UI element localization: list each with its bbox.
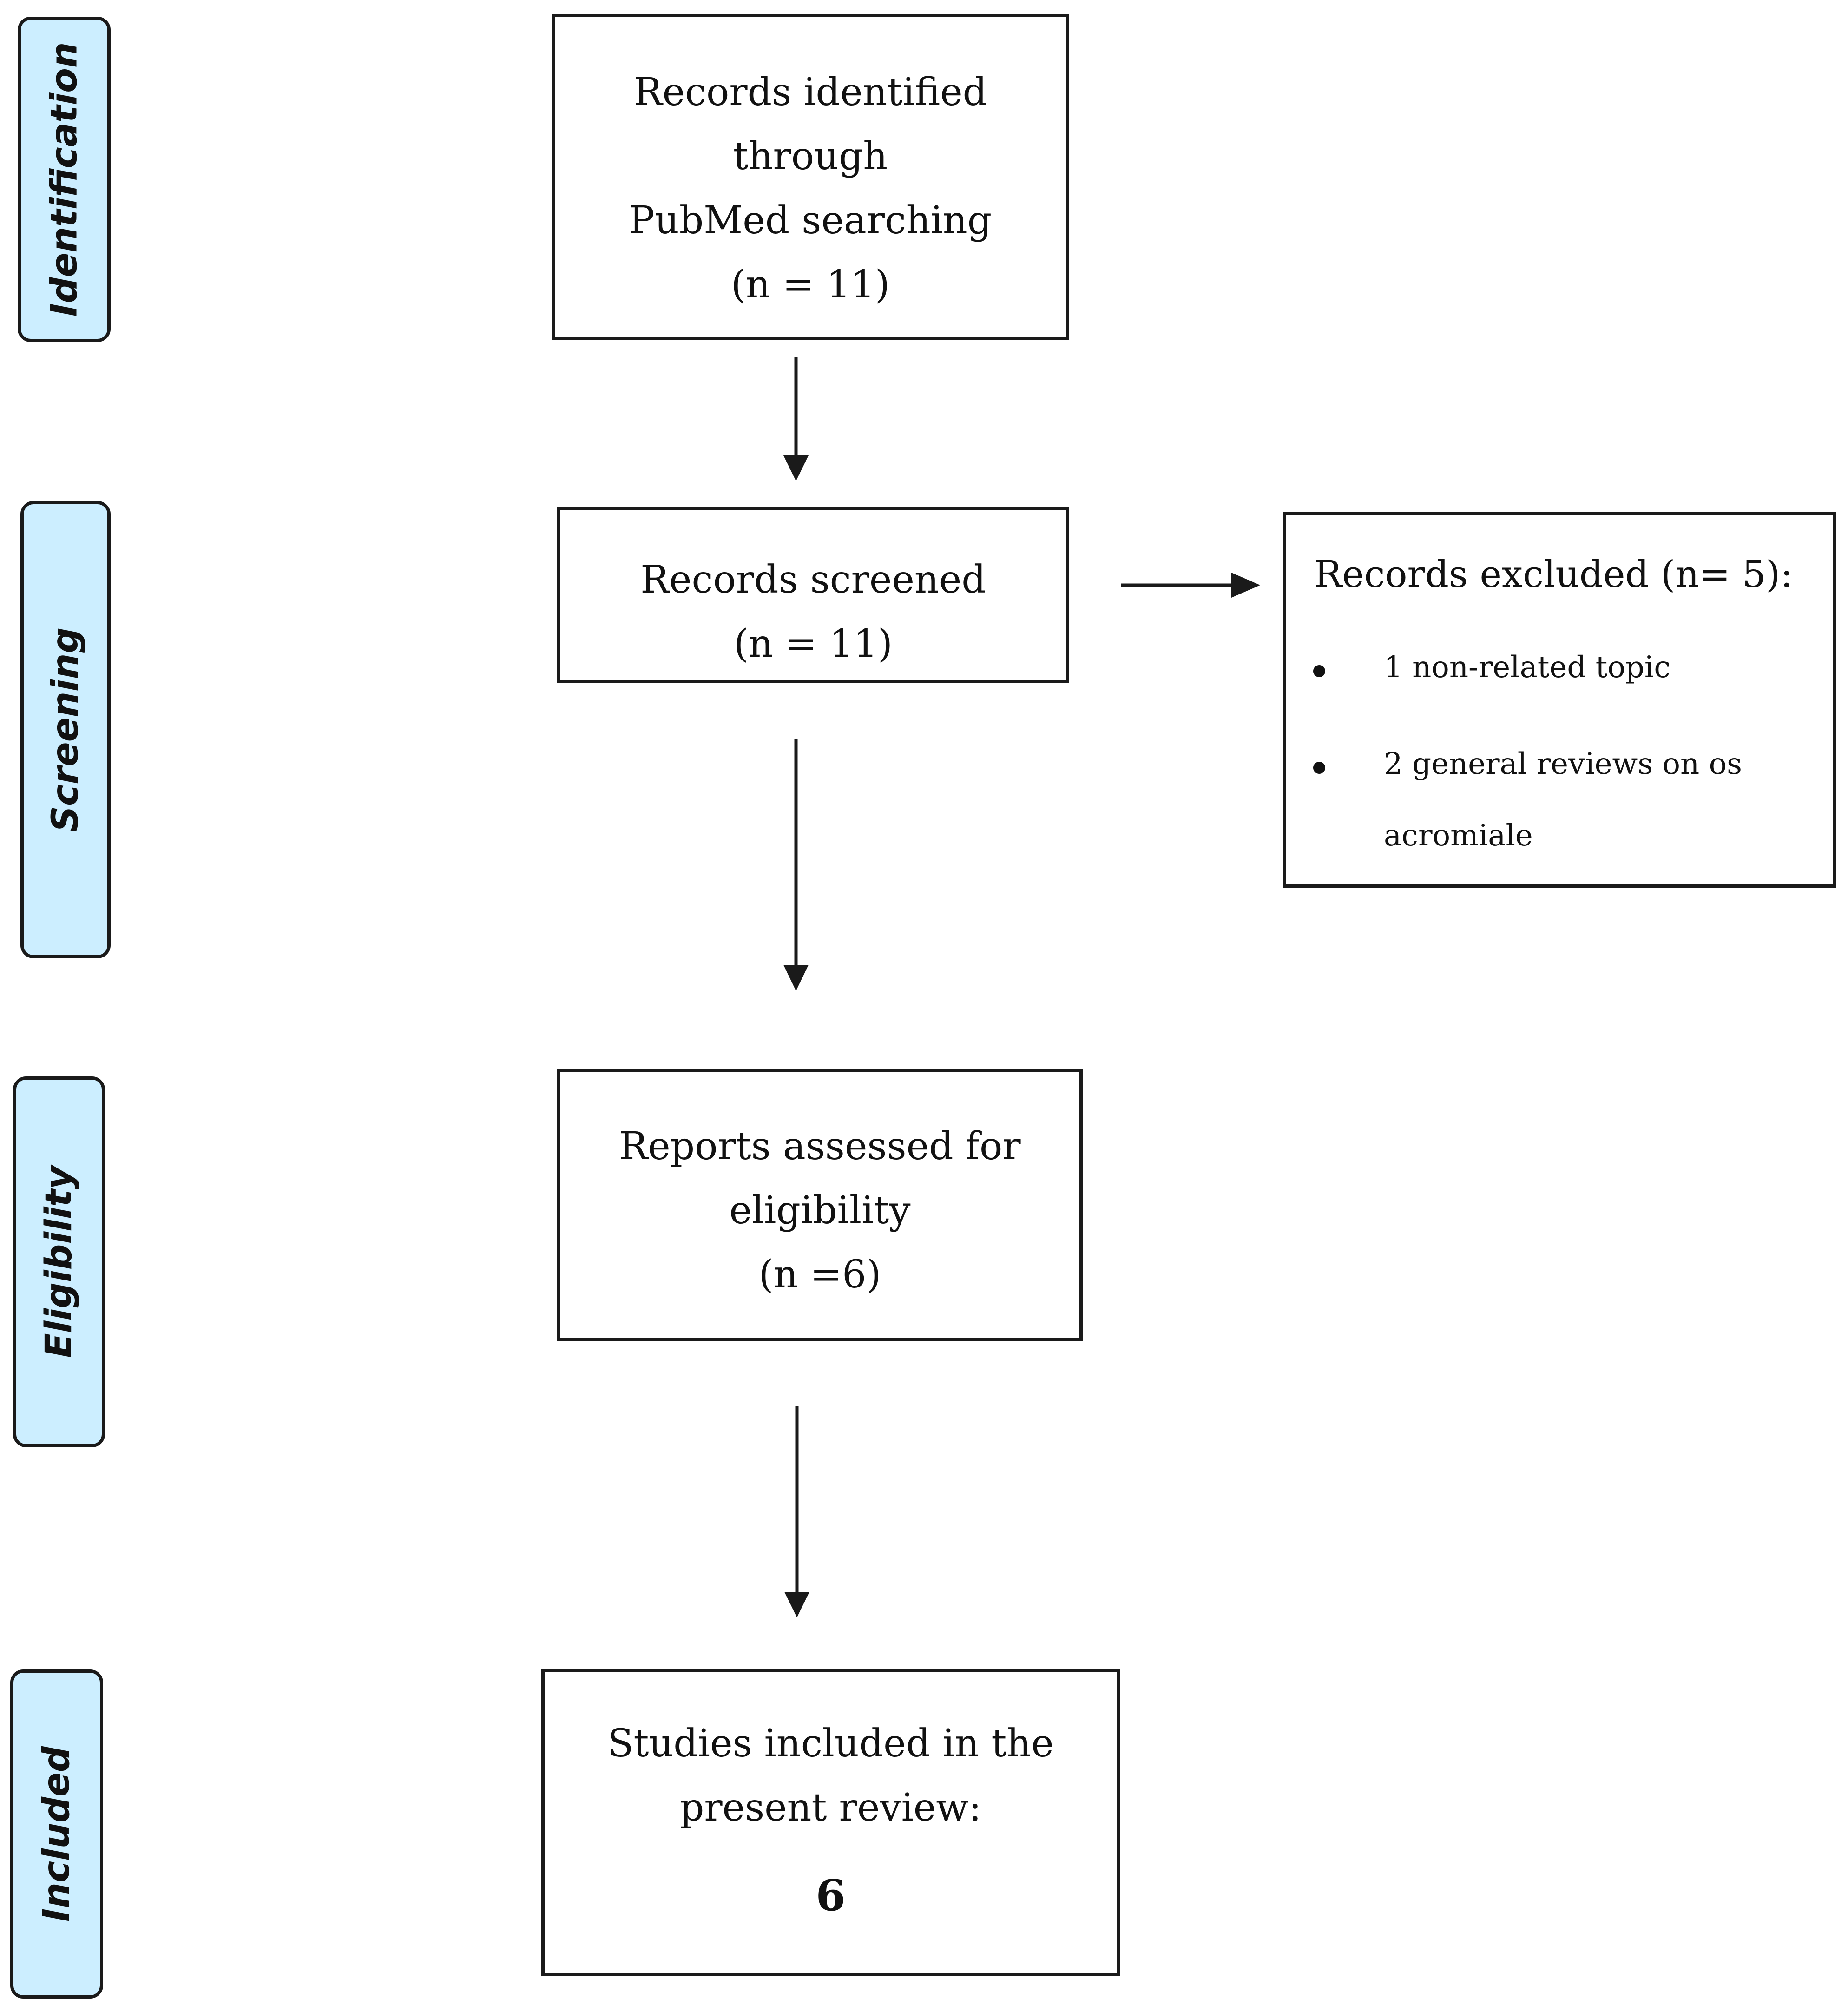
records-identified-line-2: through — [733, 134, 888, 178]
excluded-item-1: 1 non-related topic — [1384, 650, 1671, 685]
arrow-screened-to-eligibility-head — [783, 965, 809, 991]
excluded-item-2: 2 general reviews on os — [1384, 747, 1742, 781]
stage-eligibility: Eligibility — [13, 1076, 105, 1447]
records-identified-line-3: PubMed searching — [629, 198, 992, 243]
arrow-screened-to-excluded-head — [1231, 573, 1260, 598]
studies-included-count: 6 — [815, 1870, 846, 1920]
stage-identification: Identification — [18, 17, 111, 342]
studies-included-box: Studies included in the present review: … — [541, 1669, 1120, 1976]
arrow-eligibility-to-included-head — [784, 1592, 809, 1617]
records-screened-line-2: (n = 11) — [734, 622, 893, 666]
excluded-bullet-1 — [1313, 665, 1325, 677]
eligibility-line-2: eligibility — [729, 1188, 911, 1233]
records-excluded-title: Records excluded (n= 5): — [1314, 553, 1793, 596]
stage-included: Included — [10, 1669, 103, 1999]
records-screened-line-1: Records screened — [640, 558, 986, 602]
eligibility-line-1: Reports assessed for — [619, 1124, 1021, 1168]
studies-included-line-1: Studies included in the — [607, 1722, 1054, 1766]
records-identified-line-1: Records identified — [633, 70, 987, 114]
records-screened-box: Records screened (n = 11) — [557, 507, 1069, 683]
stage-screening: Screening — [20, 501, 111, 958]
records-excluded-box: Records excluded (n= 5): 1 non-related t… — [1283, 512, 1836, 888]
excluded-item-2-continued: acromiale — [1384, 818, 1533, 853]
records-identified-line-4: (n = 11) — [731, 263, 890, 307]
eligibility-box: Reports assessed for eligibility (n =6) — [557, 1069, 1083, 1341]
records-identified-box: Records identified through PubMed search… — [552, 14, 1069, 340]
eligibility-line-3: (n =6) — [758, 1253, 881, 1297]
arrow-identified-to-screened-head — [783, 455, 809, 481]
excluded-bullet-2 — [1313, 762, 1325, 774]
studies-included-line-2: present review: — [679, 1786, 982, 1830]
